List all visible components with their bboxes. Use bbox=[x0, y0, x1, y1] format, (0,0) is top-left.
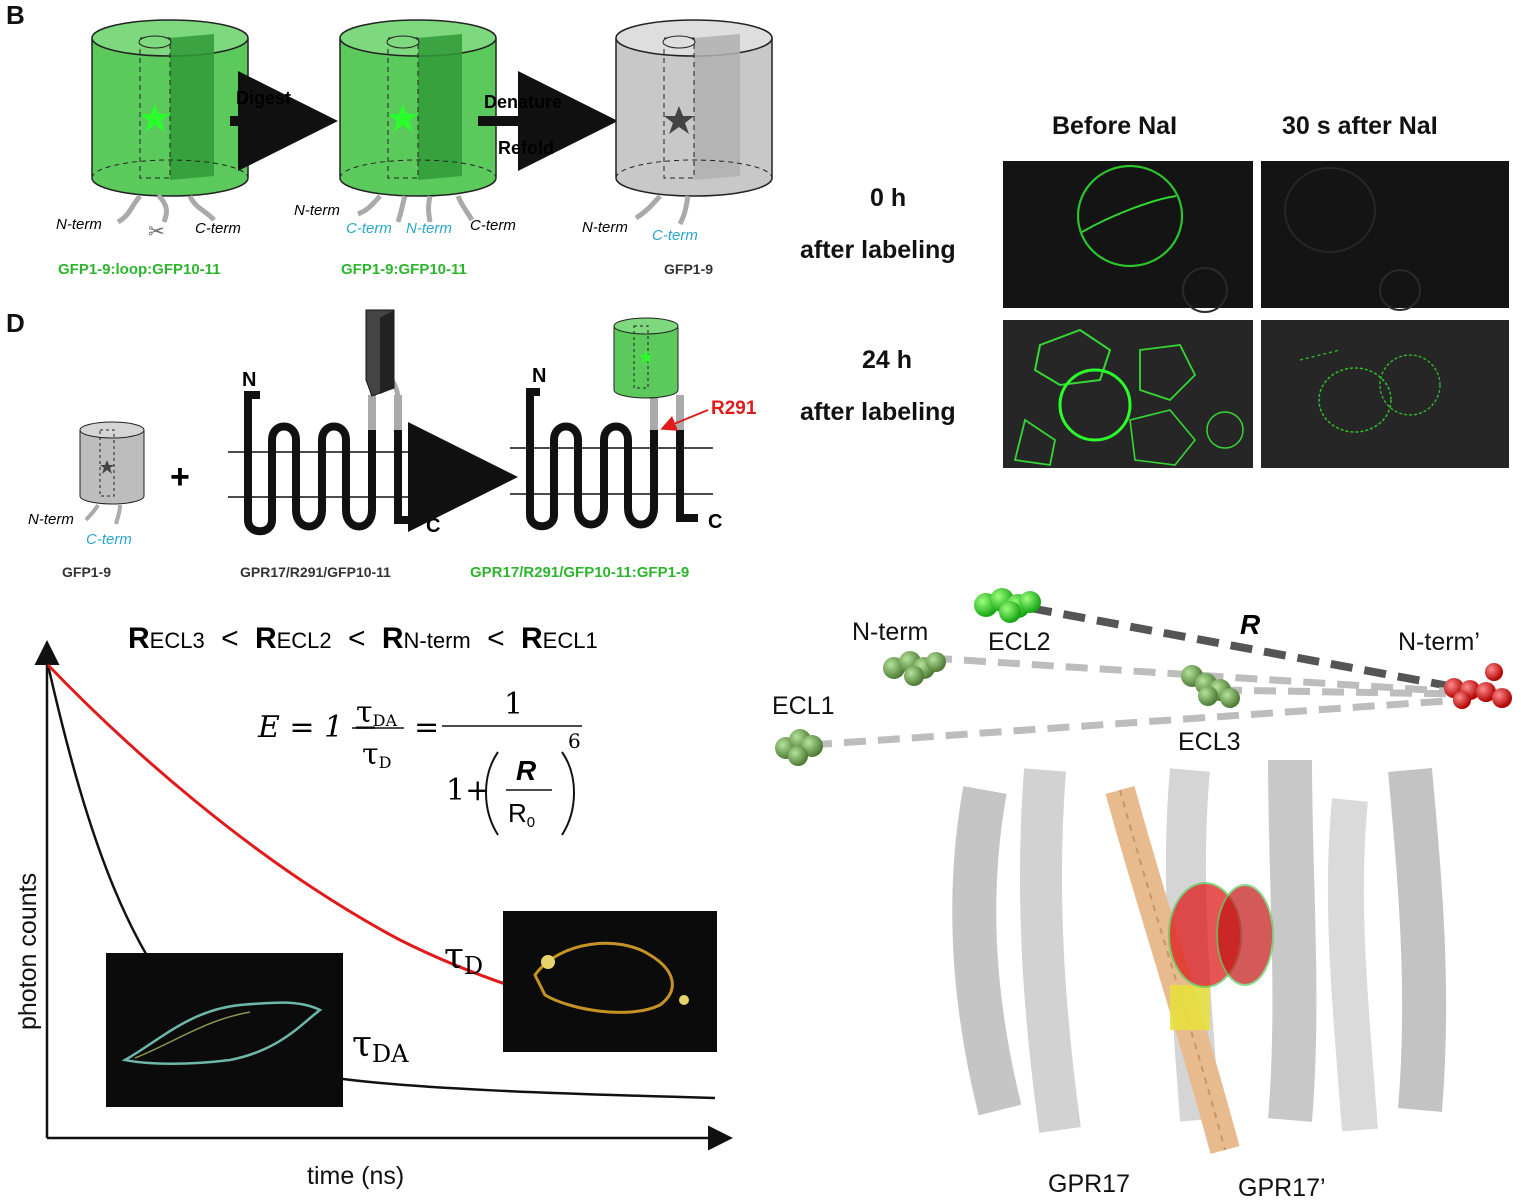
ineq-sub3: N-term bbox=[404, 628, 471, 653]
barrel2-nterm-cyan: N-term bbox=[406, 220, 452, 237]
ineq-r3: R bbox=[382, 622, 404, 655]
eq-frac-num: τDA bbox=[356, 695, 397, 730]
barrel2-caption: GFP1-9:GFP10-11 bbox=[341, 261, 467, 278]
ineq-r2: R bbox=[255, 622, 277, 655]
label-gpr17: GPR17 bbox=[1048, 1170, 1130, 1198]
product-caption: GPR17/R291/GFP10-11:GFP1-9 bbox=[470, 564, 689, 581]
product-c-label: C bbox=[708, 511, 722, 533]
receptor-caption: GPR17/R291/GFP10-11 bbox=[240, 564, 391, 580]
barrel3-nterm: N-term bbox=[582, 219, 628, 236]
fret-equation: E = 1 − τDA τD = 1 1+ R R0 6 bbox=[257, 687, 582, 836]
row1-line1: 0 h bbox=[870, 184, 906, 212]
svg-text:RECL3 < RECL2: RECL3 < RECL2 < RN-term < RECL1 bbox=[128, 622, 598, 655]
eq-equals: = bbox=[414, 710, 439, 745]
receptor-c-label: C bbox=[426, 515, 440, 537]
panel-letter-b: B bbox=[6, 0, 25, 30]
eq-power: 6 bbox=[568, 729, 581, 753]
micrograph-24h-after bbox=[1261, 320, 1509, 468]
micrograph-0h-before bbox=[1003, 161, 1253, 313]
label-r: R bbox=[1240, 609, 1261, 640]
nterm-atoms bbox=[883, 651, 946, 686]
eq-rhs-den: 1+ bbox=[446, 773, 490, 808]
label-ecl3: ECL3 bbox=[1178, 728, 1241, 756]
gfp1-9-barrel bbox=[79, 421, 145, 525]
ecl1-atoms bbox=[775, 729, 823, 766]
barrel2-nterm: N-term bbox=[294, 202, 340, 219]
scissors-icon: ✂ bbox=[148, 219, 165, 243]
barrel1-caption: GFP1-9:loop:GFP10-11 bbox=[58, 261, 221, 278]
gpr17-dimer-structure bbox=[952, 759, 1447, 1154]
refold-label: Refold bbox=[498, 138, 554, 158]
eq-frac-den: τD bbox=[362, 737, 391, 772]
plus-sign: + bbox=[170, 458, 190, 496]
y-axis-label: photon counts bbox=[14, 873, 42, 1030]
denature-label: Denature bbox=[484, 92, 562, 112]
receptor-gpr17 bbox=[228, 309, 430, 536]
label-nterm: N-term bbox=[852, 618, 928, 646]
x-axis-label: time (ns) bbox=[307, 1162, 404, 1190]
tau-da-label: τDA bbox=[352, 1024, 409, 1068]
inequality: RECL3 < RECL2 < RN-term < RECL1 bbox=[128, 622, 598, 655]
row2-line1: 24 h bbox=[862, 346, 912, 374]
label-ecl1: ECL1 bbox=[772, 692, 835, 720]
nterm-prime-atoms bbox=[1444, 663, 1512, 709]
gfp-barrel-intact: ✂ bbox=[91, 19, 249, 243]
r291-label: R291 bbox=[711, 398, 757, 419]
flim-image-donor-acceptor bbox=[106, 953, 343, 1107]
gfp-caption: GFP1-9 bbox=[62, 564, 111, 580]
label-ecl2: ECL2 bbox=[988, 628, 1051, 656]
eq-inner-den: R0 bbox=[508, 798, 535, 831]
distance-lines bbox=[809, 604, 1461, 749]
barrel2-cterm: C-term bbox=[470, 217, 516, 234]
eq-inner-num: R bbox=[516, 755, 537, 786]
row1-line2: after labeling bbox=[800, 236, 956, 264]
flim-image-donor bbox=[503, 911, 717, 1052]
gfp-barrel-digested bbox=[339, 19, 497, 223]
label-gpr17-prime: GPR17’ bbox=[1238, 1174, 1326, 1200]
barrel3-caption: GFP1-9 bbox=[664, 261, 713, 277]
gfp-barrel-refolded bbox=[615, 19, 773, 226]
gfp-nterm: N-term bbox=[28, 511, 74, 528]
barrel3-cterm-cyan: C-term bbox=[652, 227, 698, 244]
ineq-op2: < bbox=[348, 622, 366, 655]
barrel1-cterm: C-term bbox=[195, 220, 241, 237]
micrograph-24h-before bbox=[1003, 320, 1253, 468]
gfp-cterm: C-term bbox=[86, 531, 132, 548]
digest-label: Digest bbox=[236, 88, 291, 108]
barrel2-cterm-cyan: C-term bbox=[346, 220, 392, 237]
ineq-sub1: ECL3 bbox=[150, 628, 205, 653]
panel-letter-d: D bbox=[6, 308, 25, 338]
ineq-op3: < bbox=[487, 622, 505, 655]
eq-rhs-num: 1 bbox=[504, 687, 523, 722]
ineq-op1: < bbox=[221, 622, 239, 655]
row2-line2: after labeling bbox=[800, 398, 956, 426]
col-header-before: Before NaI bbox=[1052, 112, 1177, 140]
micrograph-0h-after bbox=[1261, 161, 1509, 311]
ecl2-atoms bbox=[974, 588, 1041, 623]
product-n-label: N bbox=[532, 365, 546, 387]
tau-d-label: τD bbox=[444, 936, 483, 980]
ineq-sub4: ECL1 bbox=[543, 628, 598, 653]
ecl3-atoms bbox=[1181, 665, 1240, 708]
receptor-product bbox=[510, 317, 713, 531]
col-header-after: 30 s after NaI bbox=[1282, 112, 1438, 140]
ineq-r1: R bbox=[128, 622, 150, 655]
ineq-r4: R bbox=[521, 622, 543, 655]
barrel1-nterm: N-term bbox=[56, 216, 102, 233]
label-nterm-prime: N-term’ bbox=[1398, 628, 1480, 656]
receptor-n-label: N bbox=[242, 369, 256, 391]
ineq-sub2: ECL2 bbox=[277, 628, 332, 653]
